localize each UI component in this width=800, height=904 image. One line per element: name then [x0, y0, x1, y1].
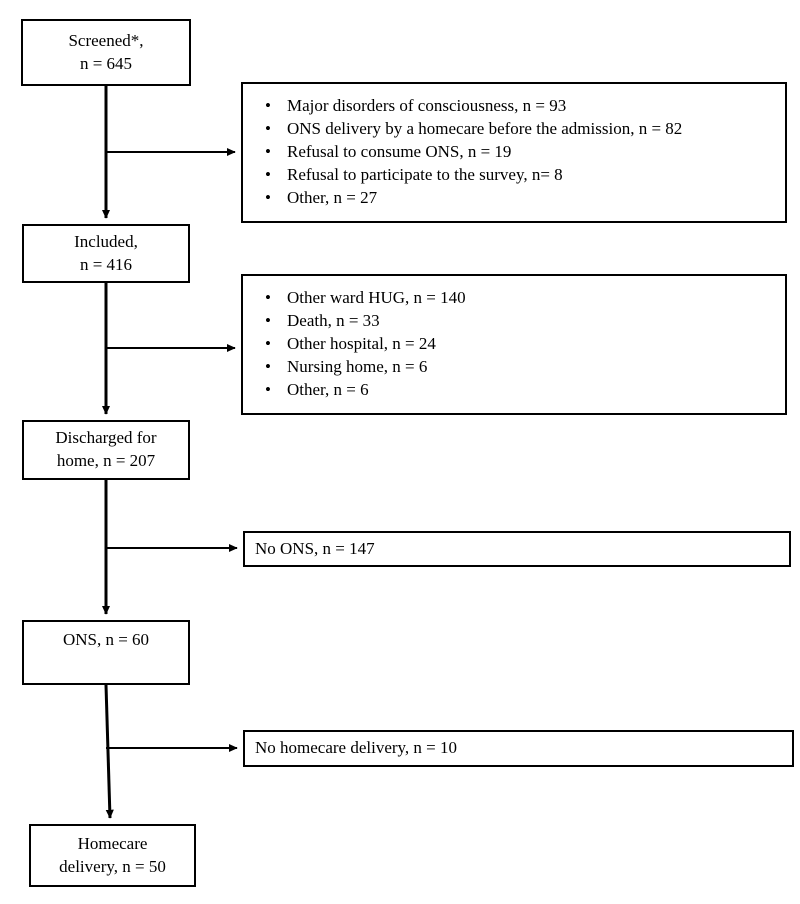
- list-item: Refusal to consume ONS, n = 19: [265, 140, 777, 163]
- node-homecare-delivery: Homecare delivery, n = 50: [29, 824, 196, 887]
- discharge-exclusion-list: Other ward HUG, n = 140 Death, n = 33 Ot…: [251, 286, 777, 401]
- list-item: Other, n = 6: [265, 378, 777, 401]
- node-discharged-label: Discharged for home, n = 207: [55, 428, 157, 470]
- node-no-homecare-label: No homecare delivery, n = 10: [255, 738, 458, 758]
- list-item: Other, n = 27: [265, 186, 777, 209]
- node-discharge-exclusions: Other ward HUG, n = 140 Death, n = 33 Ot…: [241, 274, 787, 415]
- list-item: Refusal to participate to the survey, n=…: [265, 163, 777, 186]
- list-item: Other ward HUG, n = 140: [265, 286, 777, 309]
- node-screened: Screened*, n = 645: [21, 19, 191, 86]
- list-item: ONS delivery by a homecare before the ad…: [265, 117, 777, 140]
- node-no-homecare-delivery: No homecare delivery, n = 10: [243, 730, 794, 767]
- node-screened-label: Screened*, n = 645: [68, 30, 144, 73]
- list-item: Major disorders of consciousness, n = 93: [265, 94, 777, 117]
- node-ons: ONS, n = 60: [22, 620, 190, 685]
- list-item: Death, n = 33: [265, 309, 777, 332]
- screening-exclusion-list: Major disorders of consciousness, n = 93…: [251, 94, 777, 209]
- node-screening-exclusions: Major disorders of consciousness, n = 93…: [241, 82, 787, 223]
- node-no-ons-label: No ONS, n = 147: [255, 538, 375, 558]
- node-discharged-for-home: Discharged for home, n = 207: [22, 420, 190, 480]
- node-no-ons: No ONS, n = 147: [243, 531, 791, 567]
- list-item: Other hospital, n = 24: [265, 332, 777, 355]
- node-homecare-label: Homecare delivery, n = 50: [59, 833, 166, 876]
- node-included: Included, n = 416: [22, 224, 190, 283]
- node-ons-label: ONS, n = 60: [62, 630, 150, 649]
- connector-ons-to-homecare: [104, 684, 114, 819]
- node-included-label: Included, n = 416: [74, 231, 138, 274]
- list-item: Nursing home, n = 6: [265, 355, 777, 378]
